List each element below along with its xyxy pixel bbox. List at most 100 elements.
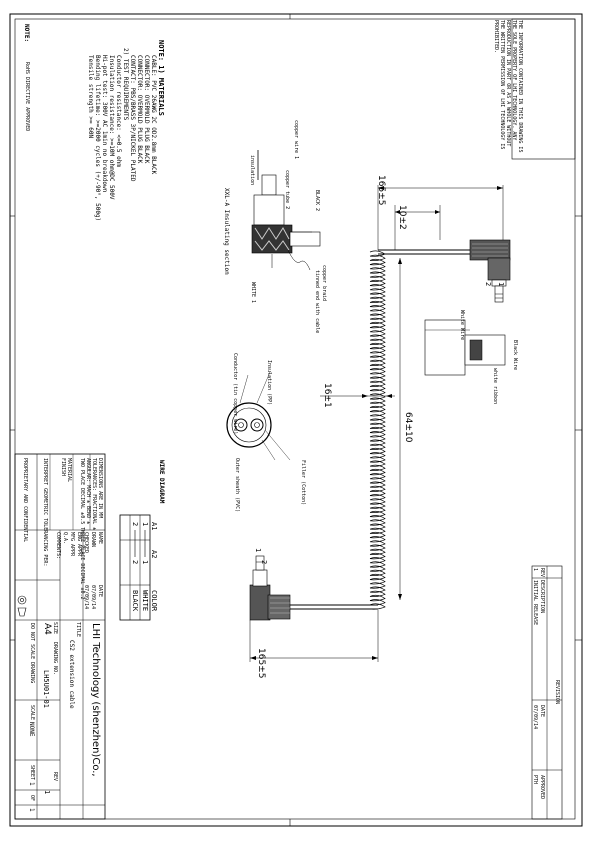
rev-label: REV: [52, 772, 58, 782]
coil-turn: [369, 519, 386, 526]
cable-cross-section: [226, 371, 291, 461]
revision-col-rev: REV: [539, 568, 545, 578]
drawing-title: CS2 extension cable: [68, 640, 75, 709]
wire-row2-color: BLACK: [131, 590, 139, 612]
coil-turn: [369, 368, 386, 375]
label-white-wire: White Wire: [459, 310, 465, 341]
part-number: LH5U01-01: [42, 670, 50, 708]
revision-col-desc: DESCRIPTION: [539, 580, 545, 614]
coil-turn: [369, 376, 386, 383]
revision-date: 07/09/14: [532, 705, 538, 730]
coil-turn: [369, 582, 386, 589]
coil-turn: [369, 426, 386, 434]
bottom-plug-label-1: 1: [254, 548, 262, 553]
coil-turn: [369, 279, 386, 287]
coil-turn: [369, 485, 386, 492]
coil-turn: [369, 489, 386, 497]
coil-turn: [369, 351, 386, 358]
coil-turn: [369, 296, 386, 303]
note-label: NOTE:: [23, 24, 30, 43]
coil-turn: [369, 418, 386, 425]
coil-turn: [369, 473, 386, 480]
coil-turn: [369, 254, 386, 261]
coil-turn: [369, 498, 386, 505]
coil-turn: [369, 456, 386, 463]
coil-turn: [369, 502, 386, 509]
material-label: MATERIAL: [66, 458, 72, 483]
coil-turn: [369, 477, 386, 484]
interpret-note: INTERPRET GEOMETRIC TOLERANCING PER:: [42, 458, 48, 567]
dimensions-note: DIMENSIONS ARE IN MM: [97, 458, 103, 519]
coil-turn: [369, 565, 386, 572]
wire-row1-a1: 1: [141, 522, 149, 527]
coil-turn: [369, 372, 386, 379]
coil-turn: [369, 561, 386, 568]
coil-turn: [369, 317, 386, 324]
coil-turn: [369, 393, 386, 400]
notes-heading: NOTE: 1) MATERIALS: [157, 40, 165, 116]
label-conductor: Conductor (tin copper wire): [232, 353, 238, 435]
coil-turn: [369, 422, 386, 429]
coil-turn: [369, 258, 386, 266]
coil-turn: [369, 342, 386, 350]
sheet-value: 1: [28, 782, 35, 786]
coil-turn: [369, 494, 386, 501]
section-title: XXL-A Insulating section: [223, 188, 230, 275]
coil-turn: [369, 384, 386, 392]
coil-turn: [369, 536, 386, 543]
coil-turn: [369, 443, 386, 450]
wire-header-a1: A1: [150, 522, 158, 531]
coil-turn: [369, 510, 386, 518]
coil-turn: [369, 275, 386, 282]
coil-turn: [369, 334, 386, 341]
coil-turn: [369, 506, 386, 513]
size-value: A4: [42, 623, 52, 635]
note-line-4: CONTACT: PBS/BRASS 3P/NICKEL PLATED: [129, 55, 136, 182]
revision-col-approved: APPROVED: [539, 775, 545, 800]
wire-diagram-title: WIRE DIAGRAM: [158, 460, 165, 504]
coil-turn: [369, 321, 386, 329]
revision-approved: PTH: [532, 775, 538, 785]
coil-turn: [369, 284, 386, 291]
note-line-9: Bending lifetime: >=2000 cycles (+/-90°,…: [94, 55, 101, 222]
label-white: WHITE 1: [250, 282, 256, 304]
coil-turn: [369, 464, 386, 471]
confidential-note: THE INFORMATION CONTAINED IN THIS DRAWIN…: [493, 20, 523, 153]
coil-turn: [369, 431, 386, 438]
dim-bottom-length-label: 165±5: [256, 648, 266, 679]
outer-border: [9, 13, 583, 827]
wire-diagram-table: [119, 514, 151, 621]
coil-turn: [369, 573, 386, 581]
dim-top-length-label: 165±5: [376, 175, 386, 206]
label-copper-braid: copper braid: [321, 265, 327, 302]
coil-turn: [369, 313, 386, 320]
wire-row1-a2: 1: [141, 560, 149, 565]
scale-label: SCALE: [29, 705, 35, 721]
scale-value: NONE: [28, 722, 35, 737]
approval-comments: COMMENTS:: [55, 532, 61, 560]
proprietary-note: PROPRIETARY AND CONFIDENTIAL: [22, 458, 28, 543]
confidential-box: [511, 18, 576, 160]
do-not-scale: DO NOT SCALE DRAWING: [29, 623, 35, 684]
approval-date-header: DATE: [97, 585, 103, 598]
label-copper-wire: copper wire 1: [293, 120, 299, 160]
label-insulation2: Insulation (PP): [266, 360, 272, 406]
note-line-10: Tensile strength >= 60N: [87, 55, 94, 139]
of-label: OF: [29, 795, 35, 802]
coil-turn: [369, 590, 386, 597]
coil-turn: [369, 309, 386, 316]
note-line-6: Conductor resistance: <=0.5 ohm: [115, 55, 122, 167]
coil-turn: [369, 540, 386, 547]
approval-qa: Q.A.: [62, 532, 68, 545]
coil-turn: [369, 355, 386, 362]
note-line-8: Hi-pot test: 300V AC 1min no breakdown: [101, 55, 108, 193]
label-insulation: insulation: [249, 155, 255, 186]
rohs-note: RoHS DIRECTIVE APPROVED: [24, 62, 30, 132]
coil-turn: [369, 330, 386, 337]
note-line-5: 2) TEST REQUIREMENTS: [122, 48, 129, 121]
coil-turn: [369, 292, 386, 299]
coil-turn: [369, 586, 386, 593]
title-label: TITLE: [75, 622, 81, 638]
coil-turn: [369, 389, 386, 396]
finish-label: FINISH: [60, 458, 66, 477]
